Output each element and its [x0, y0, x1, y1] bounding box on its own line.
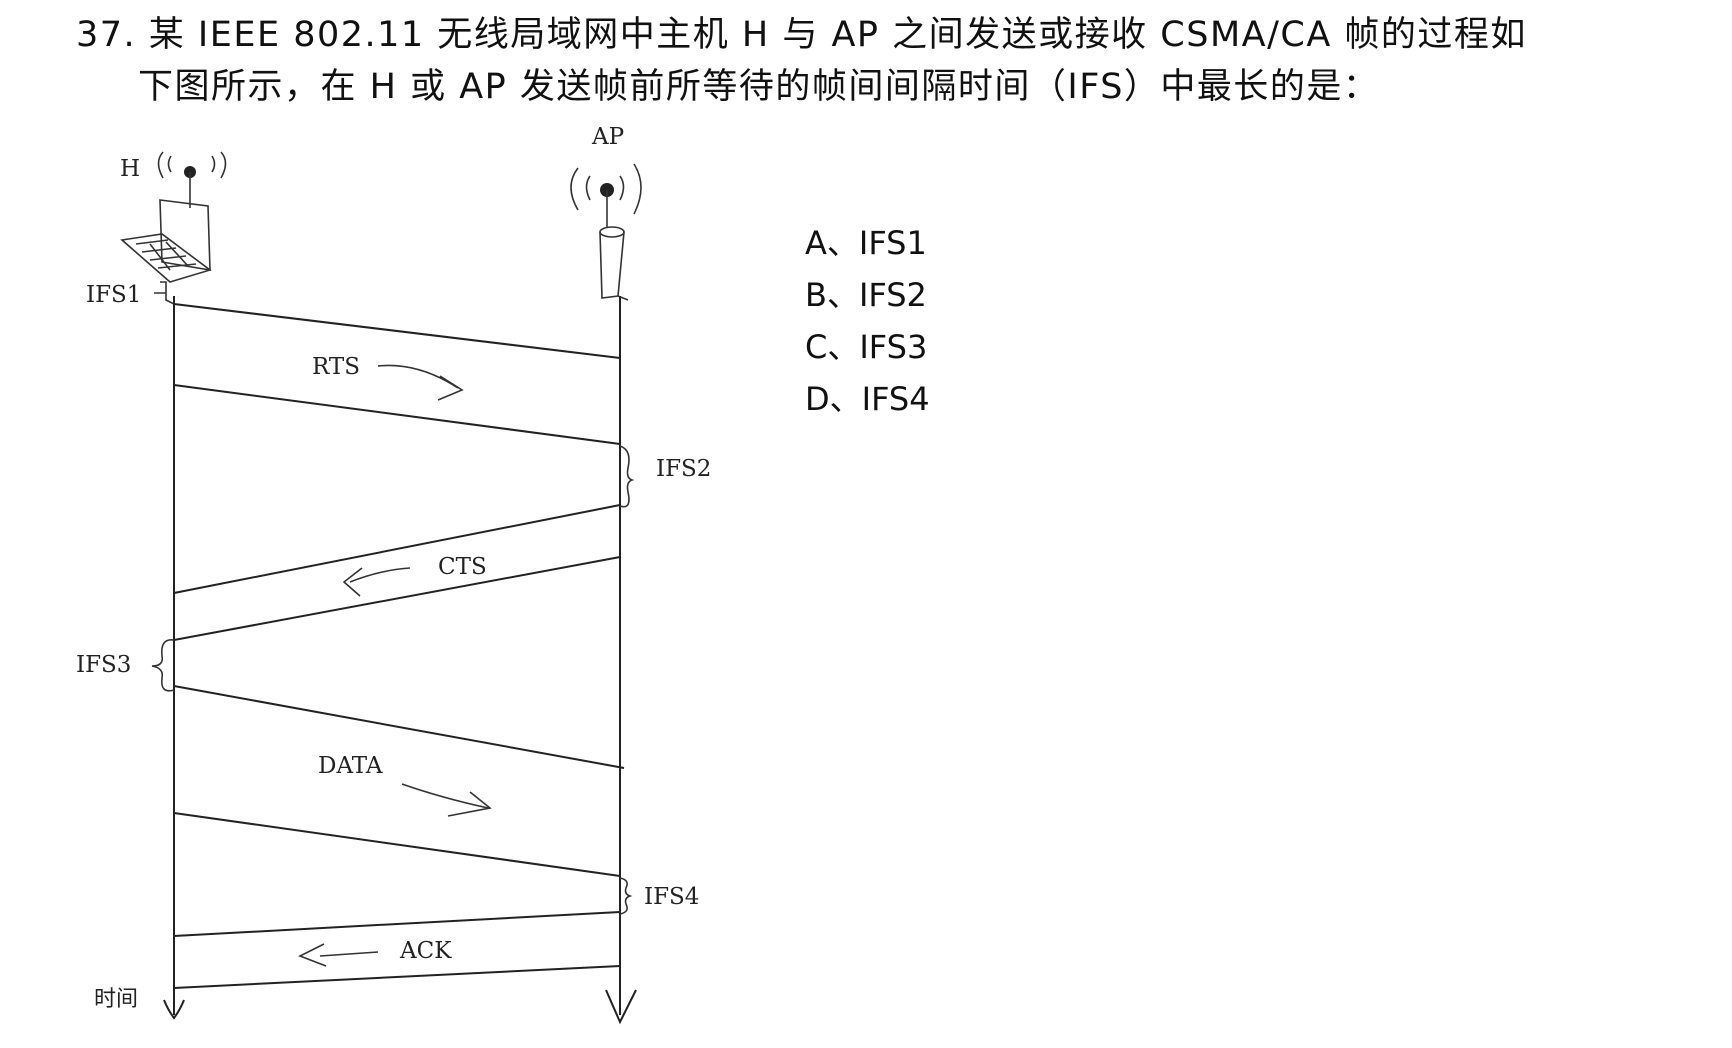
host-label: H	[120, 156, 140, 182]
ifs2-bracket	[619, 445, 635, 508]
data-frame-start	[173, 685, 625, 769]
rts-frame-start	[173, 303, 621, 359]
option-d[interactable]: D、IFS4	[805, 380, 930, 418]
rts-arrow-icon	[377, 364, 464, 401]
ack-frame-start	[173, 911, 621, 937]
ifs1-bracket	[154, 281, 175, 305]
ifs4-bracket	[619, 877, 633, 915]
ack-arrow-icon	[298, 943, 379, 967]
option-c[interactable]: C、IFS3	[805, 328, 928, 366]
ifs1-label: IFS1	[86, 282, 141, 308]
cts-frame-start	[173, 504, 621, 594]
rts-frame-end	[173, 384, 621, 445]
option-a[interactable]: A、IFS1	[805, 224, 927, 262]
ack-label: ACK	[399, 938, 452, 964]
data-label: DATA	[318, 753, 383, 779]
ap-time-arrow	[605, 989, 637, 1025]
time-label: 时间	[94, 987, 138, 1012]
ifs3-label: IFS3	[76, 652, 131, 678]
laptop-icon	[120, 151, 227, 283]
option-b[interactable]: B、IFS2	[805, 276, 927, 314]
access-point-icon	[570, 163, 642, 301]
question-line-1: 37. 某 IEEE 802.11 无线局域网中主机 H 与 AP 之间发送或接…	[76, 15, 1527, 55]
csma-ca-timing-diagram: H IFS1 AP 时间 RTS IFS2 CTS IFS3 DATA	[76, 124, 711, 1025]
cts-arrow-icon	[342, 567, 411, 597]
cts-label: CTS	[438, 554, 487, 580]
ifs3-bracket	[151, 639, 175, 692]
ifs4-label: IFS4	[644, 884, 699, 910]
data-arrow-icon	[401, 783, 492, 817]
ap-label: AP	[591, 124, 624, 150]
ack-frame-end	[173, 965, 621, 989]
rts-label: RTS	[312, 354, 360, 380]
cts-frame-end	[173, 556, 621, 641]
ifs2-label: IFS2	[656, 456, 711, 482]
host-time-arrow	[163, 999, 185, 1020]
question-line-2: 下图所示，在 H 或 AP 发送帧前所等待的帧间间隔时间（IFS）中最长的是：	[138, 67, 1380, 107]
data-frame-end	[173, 812, 621, 877]
